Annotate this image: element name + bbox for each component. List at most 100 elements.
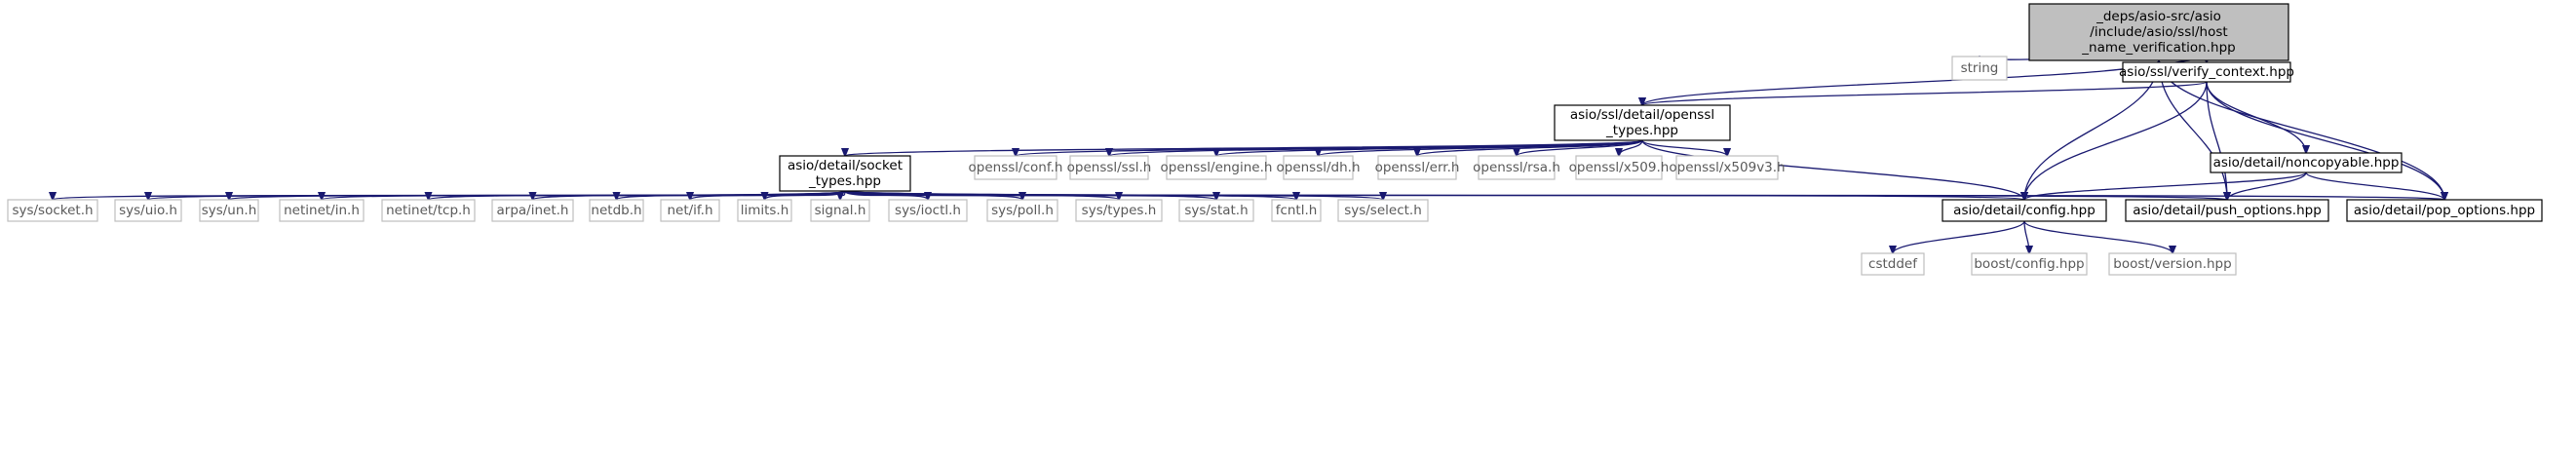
node-sys_socket: sys/socket.h [7, 199, 98, 222]
node-label-openssl_engine: openssl/engine.h [1161, 160, 1273, 175]
node-box-sys_stat [1178, 199, 1254, 222]
node-box-root[interactable] [2028, 3, 2289, 61]
node-box-arpa_inet [491, 199, 574, 222]
edge-verify_context-to-openssl_types [1642, 81, 2208, 105]
node-label-boost_config: boost/config.hpp [1974, 256, 2084, 272]
edge-config-to-cstddef [1893, 220, 2025, 253]
node-label-arpa_inet: arpa/inet.h [497, 203, 569, 218]
node-label-fcntl: fcntl.h [1276, 203, 1318, 218]
node-box-pop_options[interactable] [2346, 199, 2543, 222]
node-box-noncopyable[interactable] [2210, 152, 2403, 173]
node-box-sys_poll [986, 199, 1058, 222]
node-box-netinet_tcp [381, 199, 476, 222]
node-push_options[interactable]: asio/detail/push_options.hpp [2125, 199, 2329, 222]
node-box-netinet_in [279, 199, 365, 222]
node-box-openssl_types[interactable] [1554, 104, 1731, 141]
node-sys_un: sys/un.h [199, 199, 259, 222]
node-box-socket_types[interactable] [779, 155, 911, 192]
node-label-openssl_rsa: openssl/rsa.h [1473, 160, 1560, 175]
edge-config-to-boost_version [2023, 220, 2172, 253]
node-layer: _deps/asio-src/asio/include/asio/ssl/hos… [7, 3, 2543, 276]
node-box-verify_context[interactable] [2122, 61, 2291, 83]
edge-root-to-pop_options [2158, 59, 2444, 200]
edge-verify_context-to-noncopyable [2206, 81, 2306, 153]
edge-openssl_types-to-openssl_x509v3 [1641, 139, 1727, 156]
node-openssl_types[interactable]: asio/ssl/detail/openssl_types.hpp [1554, 104, 1731, 141]
node-label-openssl_err: openssl/err.h [1375, 160, 1460, 175]
node-limits: limits.h [737, 199, 792, 222]
node-root[interactable]: _deps/asio-src/asio/include/asio/ssl/hos… [2028, 3, 2289, 61]
node-label-pop_options: asio/detail/pop_options.hpp [2354, 203, 2535, 218]
node-sys_stat: sys/stat.h [1178, 199, 1254, 222]
node-noncopyable[interactable]: asio/detail/noncopyable.hpp [2210, 152, 2403, 173]
node-label-openssl_types: asio/ssl/detail/openssl [1570, 107, 1714, 123]
edge-openssl_types-to-openssl_rsa [1517, 139, 1643, 156]
node-box-openssl_err [1377, 155, 1457, 180]
node-box-sys_select [1337, 199, 1429, 222]
node-signal: signal.h [810, 199, 870, 222]
edge-socket_types-to-pop_options [844, 190, 2444, 200]
node-box-sys_ioctl [888, 199, 968, 222]
node-box-openssl_engine [1166, 155, 1267, 180]
node-label-string: string [1961, 60, 1999, 76]
edge-config-to-boost_config [2023, 220, 2029, 253]
node-openssl_x509v3: openssl/x509v3.h [1669, 155, 1786, 180]
node-label-sys_uio: sys/uio.h [119, 203, 177, 218]
node-netinet_in: netinet/in.h [279, 199, 365, 222]
node-label-signal: signal.h [815, 203, 866, 218]
node-box-sys_types [1075, 199, 1163, 222]
node-netdb: netdb.h [589, 199, 644, 222]
node-box-net_if [660, 199, 720, 222]
node-box-openssl_rsa [1478, 155, 1556, 180]
node-box-config[interactable] [1942, 199, 2107, 222]
node-label-verify_context: asio/ssl/verify_context.hpp [2119, 64, 2294, 80]
node-cstddef: cstddef [1861, 252, 1925, 276]
node-openssl_err: openssl/err.h [1375, 155, 1460, 180]
node-openssl_x509: openssl/x509.h [1569, 155, 1669, 180]
node-label-sys_stat: sys/stat.h [1184, 203, 1248, 218]
node-sys_types: sys/types.h [1075, 199, 1163, 222]
node-boost_version: boost/version.hpp [2108, 252, 2237, 276]
node-config[interactable]: asio/detail/config.hpp [1942, 199, 2107, 222]
node-box-boost_config [1971, 252, 2088, 276]
node-label-sys_un: sys/un.h [202, 203, 257, 218]
node-label-netinet_tcp: netinet/tcp.h [386, 203, 471, 218]
node-label-netdb: netdb.h [591, 203, 641, 218]
node-label-openssl_types: _types.hpp [1605, 123, 1678, 138]
edge-socket_types-to-signal [840, 190, 846, 200]
node-label-sys_poll: sys/poll.h [991, 203, 1054, 218]
node-openssl_rsa: openssl/rsa.h [1473, 155, 1560, 180]
node-pop_options[interactable]: asio/detail/pop_options.hpp [2346, 199, 2543, 222]
node-label-openssl_conf: openssl/conf.h [969, 160, 1063, 175]
node-box-sys_un [199, 199, 259, 222]
node-label-root: _name_verification.hpp [2081, 40, 2235, 56]
node-box-netdb [589, 199, 644, 222]
node-label-sys_ioctl: sys/ioctl.h [895, 203, 961, 218]
node-sys_select: sys/select.h [1337, 199, 1429, 222]
edge-openssl_types-to-openssl_x509 [1619, 139, 1643, 156]
node-box-boost_version [2108, 252, 2237, 276]
node-label-openssl_dh: openssl/dh.h [1276, 160, 1360, 175]
node-label-root: /include/asio/ssl/host [2090, 24, 2227, 40]
node-box-push_options[interactable] [2125, 199, 2329, 222]
node-label-openssl_x509v3: openssl/x509v3.h [1669, 160, 1785, 175]
node-label-sys_socket: sys/socket.h [12, 203, 93, 218]
node-openssl_conf: openssl/conf.h [969, 155, 1063, 180]
node-label-sys_select: sys/select.h [1344, 203, 1422, 218]
node-label-push_options: asio/detail/push_options.hpp [2133, 203, 2322, 218]
node-label-socket_types: asio/detail/socket [788, 158, 903, 173]
node-string: string [1951, 56, 2008, 81]
node-boost_config: boost/config.hpp [1971, 252, 2088, 276]
node-openssl_engine: openssl/engine.h [1161, 155, 1273, 180]
node-netinet_tcp: netinet/tcp.h [381, 199, 476, 222]
node-verify_context[interactable]: asio/ssl/verify_context.hpp [2119, 61, 2294, 83]
node-label-netinet_in: netinet/in.h [284, 203, 360, 218]
node-box-openssl_x509v3 [1675, 155, 1779, 180]
node-box-limits [737, 199, 792, 222]
edge-verify_context-to-push_options [2206, 81, 2227, 200]
node-net_if: net/if.h [660, 199, 720, 222]
node-socket_types[interactable]: asio/detail/socket_types.hpp [779, 155, 911, 192]
node-box-cstddef [1861, 252, 1925, 276]
node-openssl_dh: openssl/dh.h [1276, 155, 1361, 180]
